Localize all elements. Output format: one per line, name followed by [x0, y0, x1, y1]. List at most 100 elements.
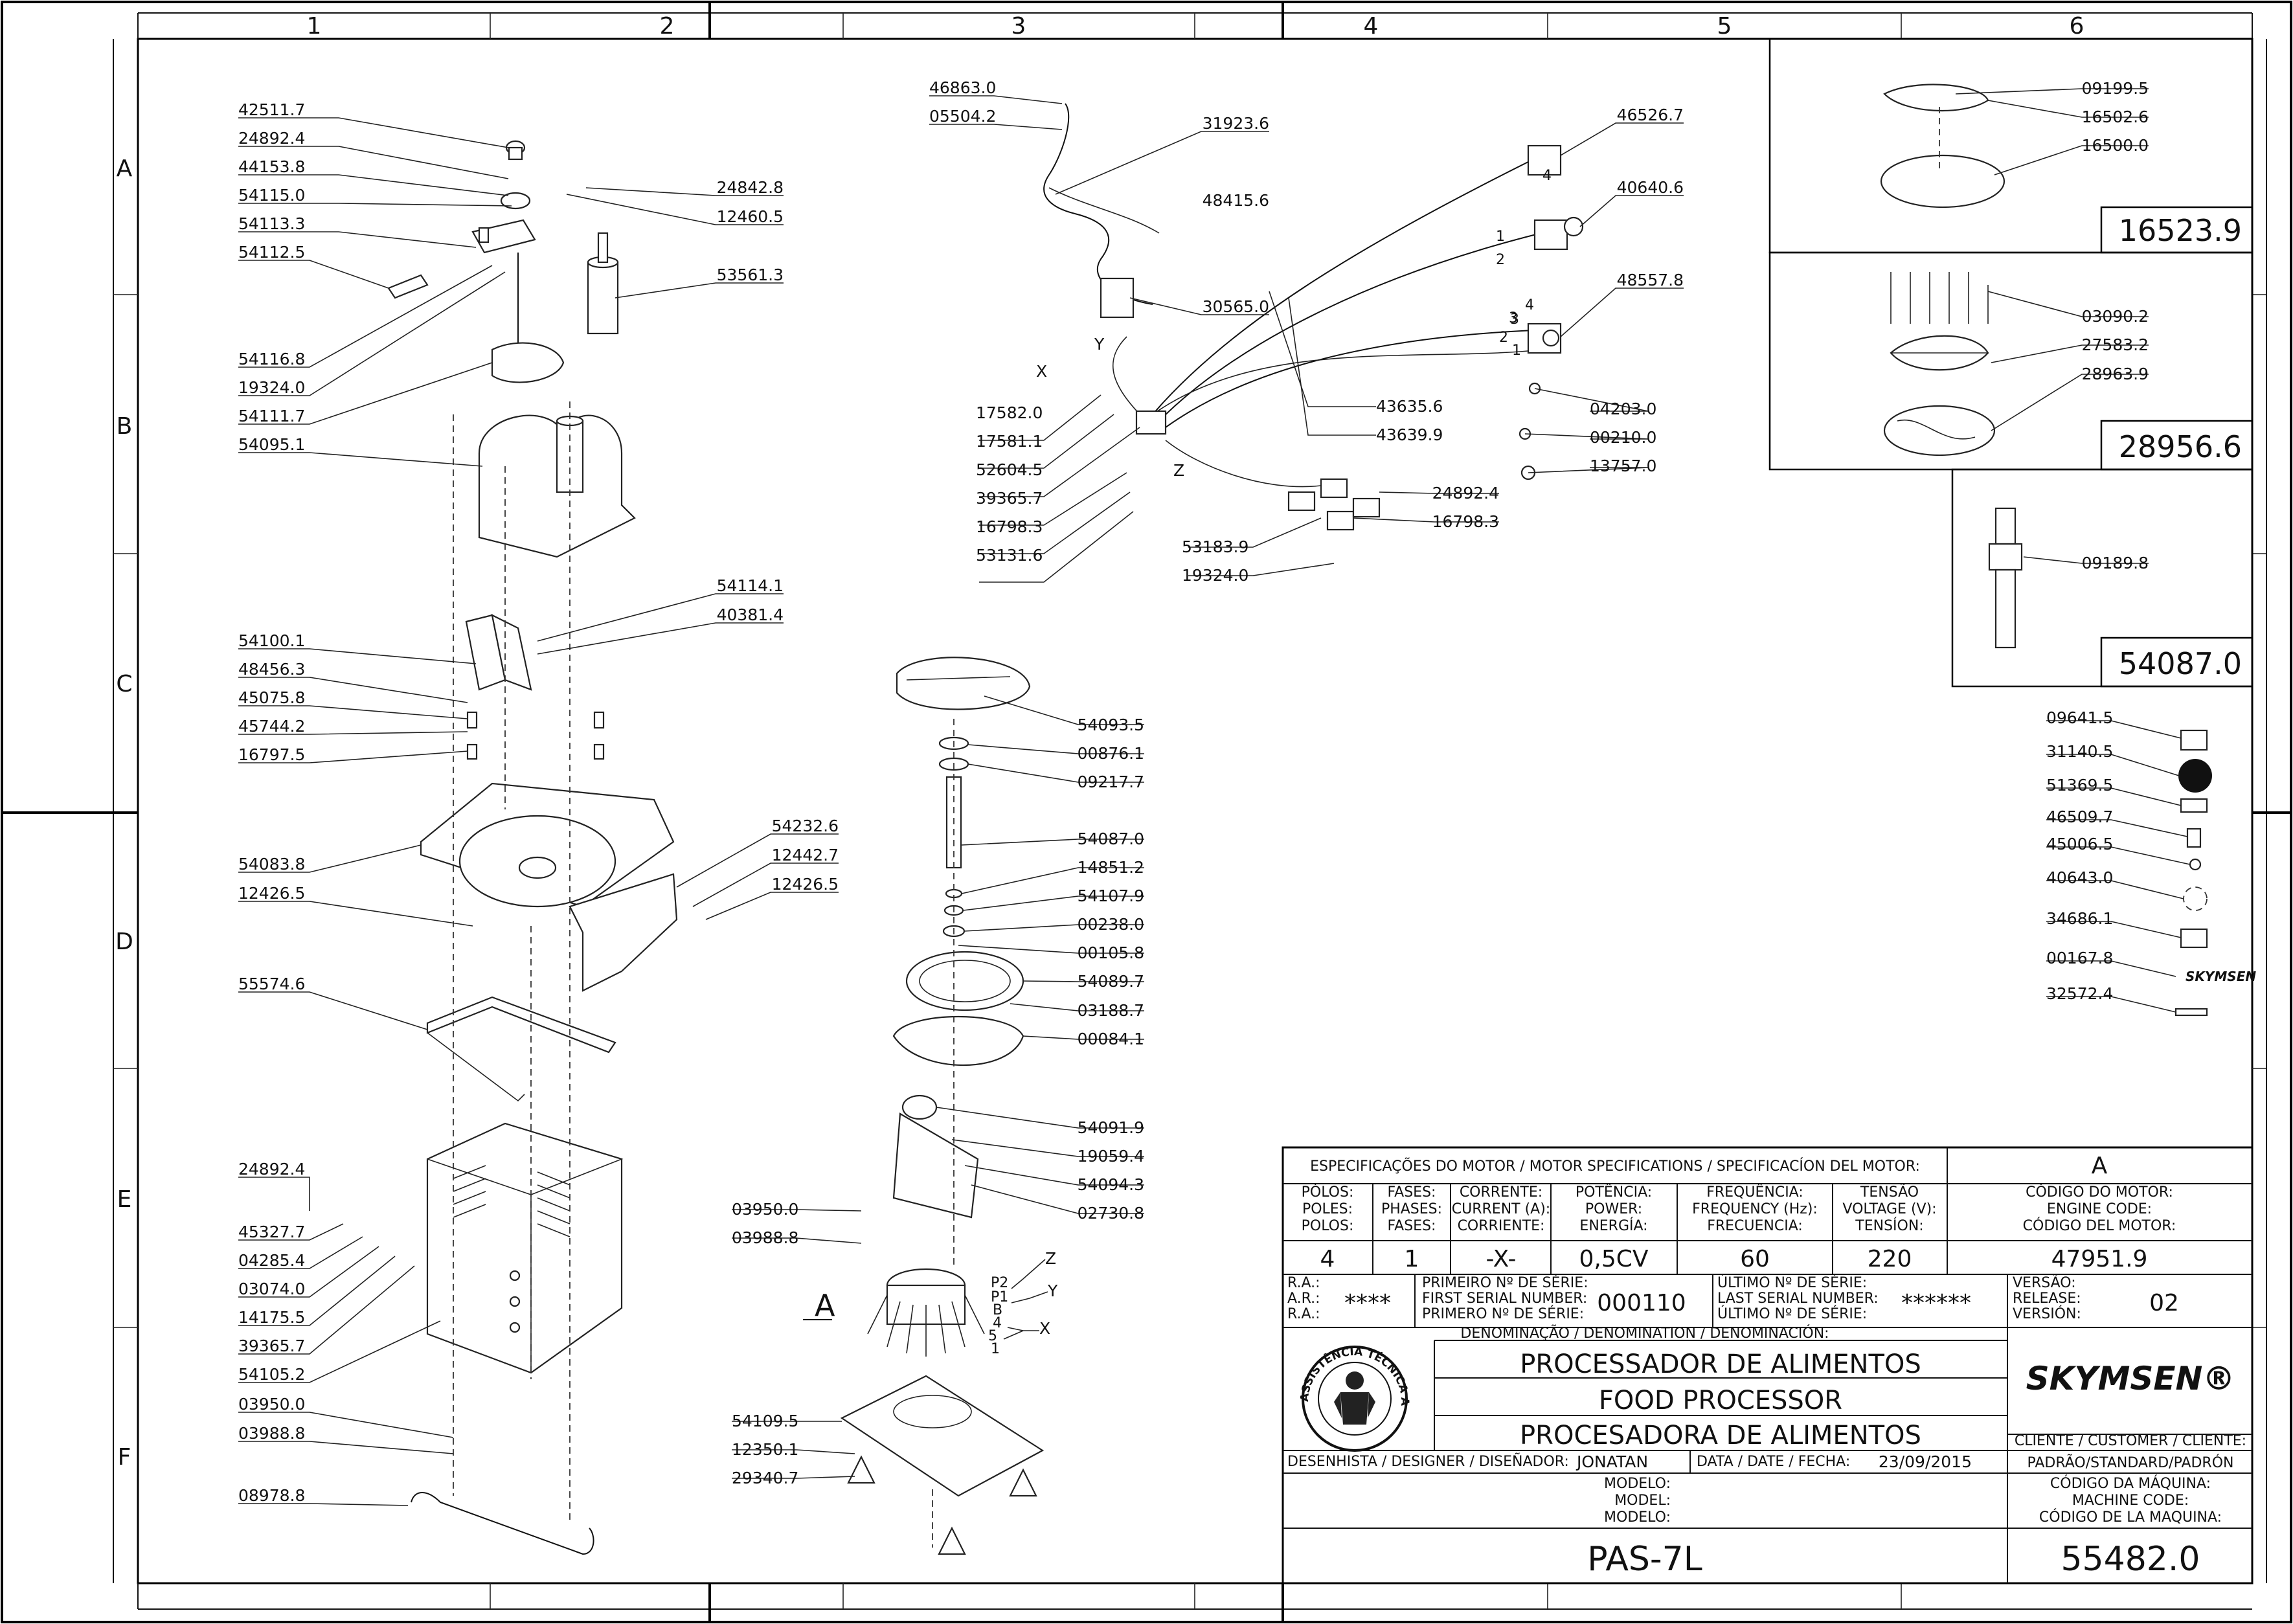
callout-label: 02730.8	[1078, 1204, 1144, 1223]
callout-label: 40643.0	[2046, 868, 2113, 887]
transmission-drawing	[840, 657, 1045, 1555]
grid-row-labels: A B C D E F	[115, 155, 133, 1471]
last-serial-label: ÚLTIMO Nº DE SÉRIE:	[1717, 1274, 1867, 1291]
wire-letter: Z	[1173, 461, 1184, 480]
callout-label: 00876.1	[1078, 744, 1144, 763]
kit-code: 54087.0	[2119, 646, 2242, 681]
current-label: CORRIENTE:	[1458, 1218, 1545, 1234]
power-label: POTÊNCIA:	[1576, 1184, 1652, 1201]
callout-label: 32572.4	[2046, 984, 2113, 1003]
callout-label: 03188.7	[1078, 1001, 1144, 1020]
first-serial-label: PRIMERO Nº DE SÉRIE:	[1422, 1305, 1584, 1322]
callout-label: 24892.4	[1432, 484, 1499, 502]
callouts-kits: 09199.5 16502.6 16500.0 03090.2 27583.2 …	[2046, 79, 2256, 1003]
machine-code-value: 55482.0	[2061, 1540, 2200, 1579]
callout-label: 48456.3	[238, 660, 305, 679]
grid-row-b: B	[117, 413, 133, 440]
first-serial-label: PRIMEIRO Nº DE SÉRIE:	[1422, 1274, 1588, 1291]
callout-label: 16798.3	[976, 517, 1043, 536]
callout-label: 54107.9	[1078, 886, 1144, 905]
kit-code: 16523.9	[2119, 213, 2242, 248]
small-brand-logo: SKYMSEN	[2186, 969, 2256, 984]
callout-label: 43639.9	[1376, 425, 1443, 444]
designer-label: DESENHISTA / DESIGNER / DISEÑADOR:	[1287, 1452, 1569, 1470]
callout-label: 00084.1	[1078, 1030, 1144, 1048]
callout-label: 03074.0	[238, 1280, 305, 1298]
phases-value: 1	[1405, 1246, 1419, 1272]
wire-letter: X	[1036, 362, 1047, 381]
callout-label: 54095.1	[238, 435, 305, 454]
callout-label: 16797.5	[238, 745, 305, 764]
frequency-value: 60	[1740, 1246, 1770, 1272]
callout-label: 54109.5	[732, 1412, 798, 1430]
callout-label: 17581.1	[976, 432, 1043, 451]
ra-label: A.R.:	[1287, 1291, 1320, 1307]
product-name-es: PROCESADORA DE ALIMENTOS	[1520, 1421, 1921, 1450]
motor-wire-letter: Y	[1047, 1281, 1058, 1300]
callout-label: 54100.1	[238, 631, 305, 650]
product-name-en: FOOD PROCESSOR	[1599, 1386, 1842, 1415]
callout-label: 53183.9	[1182, 537, 1248, 556]
callout-label: 54115.0	[238, 186, 305, 205]
motor-wire-label: P1	[991, 1289, 1008, 1305]
poles-label: POLES:	[1302, 1201, 1353, 1217]
connector-number: 3	[1510, 311, 1519, 328]
callout-label: 09217.7	[1078, 773, 1144, 791]
callout-label: 03950.0	[732, 1200, 798, 1219]
date-label: DATA / DATE / FECHA:	[1697, 1454, 1850, 1470]
callout-label: 12460.5	[717, 207, 784, 226]
grid-row-e: E	[117, 1186, 132, 1213]
version-value: 02	[2149, 1290, 2179, 1316]
callout-label: 45075.8	[238, 688, 305, 707]
model-value: PAS-7L	[1587, 1540, 1702, 1579]
callout-label: 16502.6	[2082, 107, 2149, 126]
callout-label: 31923.6	[1203, 114, 1269, 133]
callout-label: 19324.0	[1182, 566, 1248, 585]
callout-label: 03950.0	[238, 1395, 305, 1414]
voltage-value: 220	[1868, 1246, 1912, 1272]
detail-marker: A	[815, 1288, 835, 1323]
phases-label: FASES:	[1388, 1218, 1436, 1234]
poles-label: PÓLOS:	[1302, 1184, 1354, 1201]
callout-label: 14851.2	[1078, 858, 1144, 877]
callout-label: 17582.0	[976, 403, 1043, 422]
callout-label: 12442.7	[772, 846, 839, 864]
callout-label: 24892.4	[238, 129, 305, 148]
motor-wire-label: 5	[988, 1328, 997, 1344]
grid-column-labels: 1 2 3 4 5 6	[307, 13, 2084, 39]
frequency-label: FREQUÊNCIA:	[1706, 1184, 1803, 1201]
version-label: VERSIÓN:	[2013, 1305, 2081, 1322]
product-name-pt: PROCESSADOR DE ALIMENTOS	[1520, 1349, 1921, 1379]
callout-label: 54083.8	[238, 855, 305, 874]
callout-label: 54105.2	[238, 1365, 305, 1384]
callout-label: 39365.7	[238, 1336, 305, 1355]
current-label: CORRENTE:	[1460, 1184, 1542, 1201]
kit-code: 28956.6	[2119, 429, 2242, 464]
model-label: MODELO:	[1604, 1476, 1671, 1492]
callout-label: 16500.0	[2082, 136, 2149, 155]
poles-label: POLOS:	[1302, 1218, 1354, 1234]
authorized-service-seal: ASSISTÊNCIA TÉCNICA AUTORIZADA	[0, 0, 1411, 1452]
callout-label: 46509.7	[2046, 807, 2113, 826]
revision-letter: A	[2092, 1153, 2108, 1179]
callout-label: 00238.0	[1078, 915, 1144, 934]
customer-value: PADRÃO/STANDARD/PADRÓN	[2028, 1454, 2234, 1471]
callout-label: 40640.6	[1617, 178, 1684, 197]
grid-row-f: F	[118, 1444, 131, 1471]
callout-label: 48557.8	[1617, 271, 1684, 289]
denomination-label: DENOMINAÇÃO / DENOMINATION / DENOMINACIÓ…	[1460, 1324, 1829, 1342]
callout-label: 27583.2	[2082, 335, 2149, 354]
phases-label: PHASES:	[1381, 1201, 1442, 1217]
callout-label: 45006.5	[2046, 835, 2113, 853]
grid-col-1: 1	[307, 13, 322, 39]
callout-label: 54089.7	[1078, 972, 1144, 991]
grid-row-d: D	[115, 929, 133, 955]
callout-label: 04203.0	[1590, 400, 1656, 418]
callout-label: 55574.6	[238, 975, 305, 993]
wire-letter: Y	[1094, 335, 1105, 354]
callout-label: 19059.4	[1078, 1147, 1144, 1166]
connector-number: 3	[1509, 310, 1518, 326]
callout-label: 43635.6	[1376, 397, 1443, 416]
designer-value: JONATAN	[1576, 1452, 1648, 1471]
